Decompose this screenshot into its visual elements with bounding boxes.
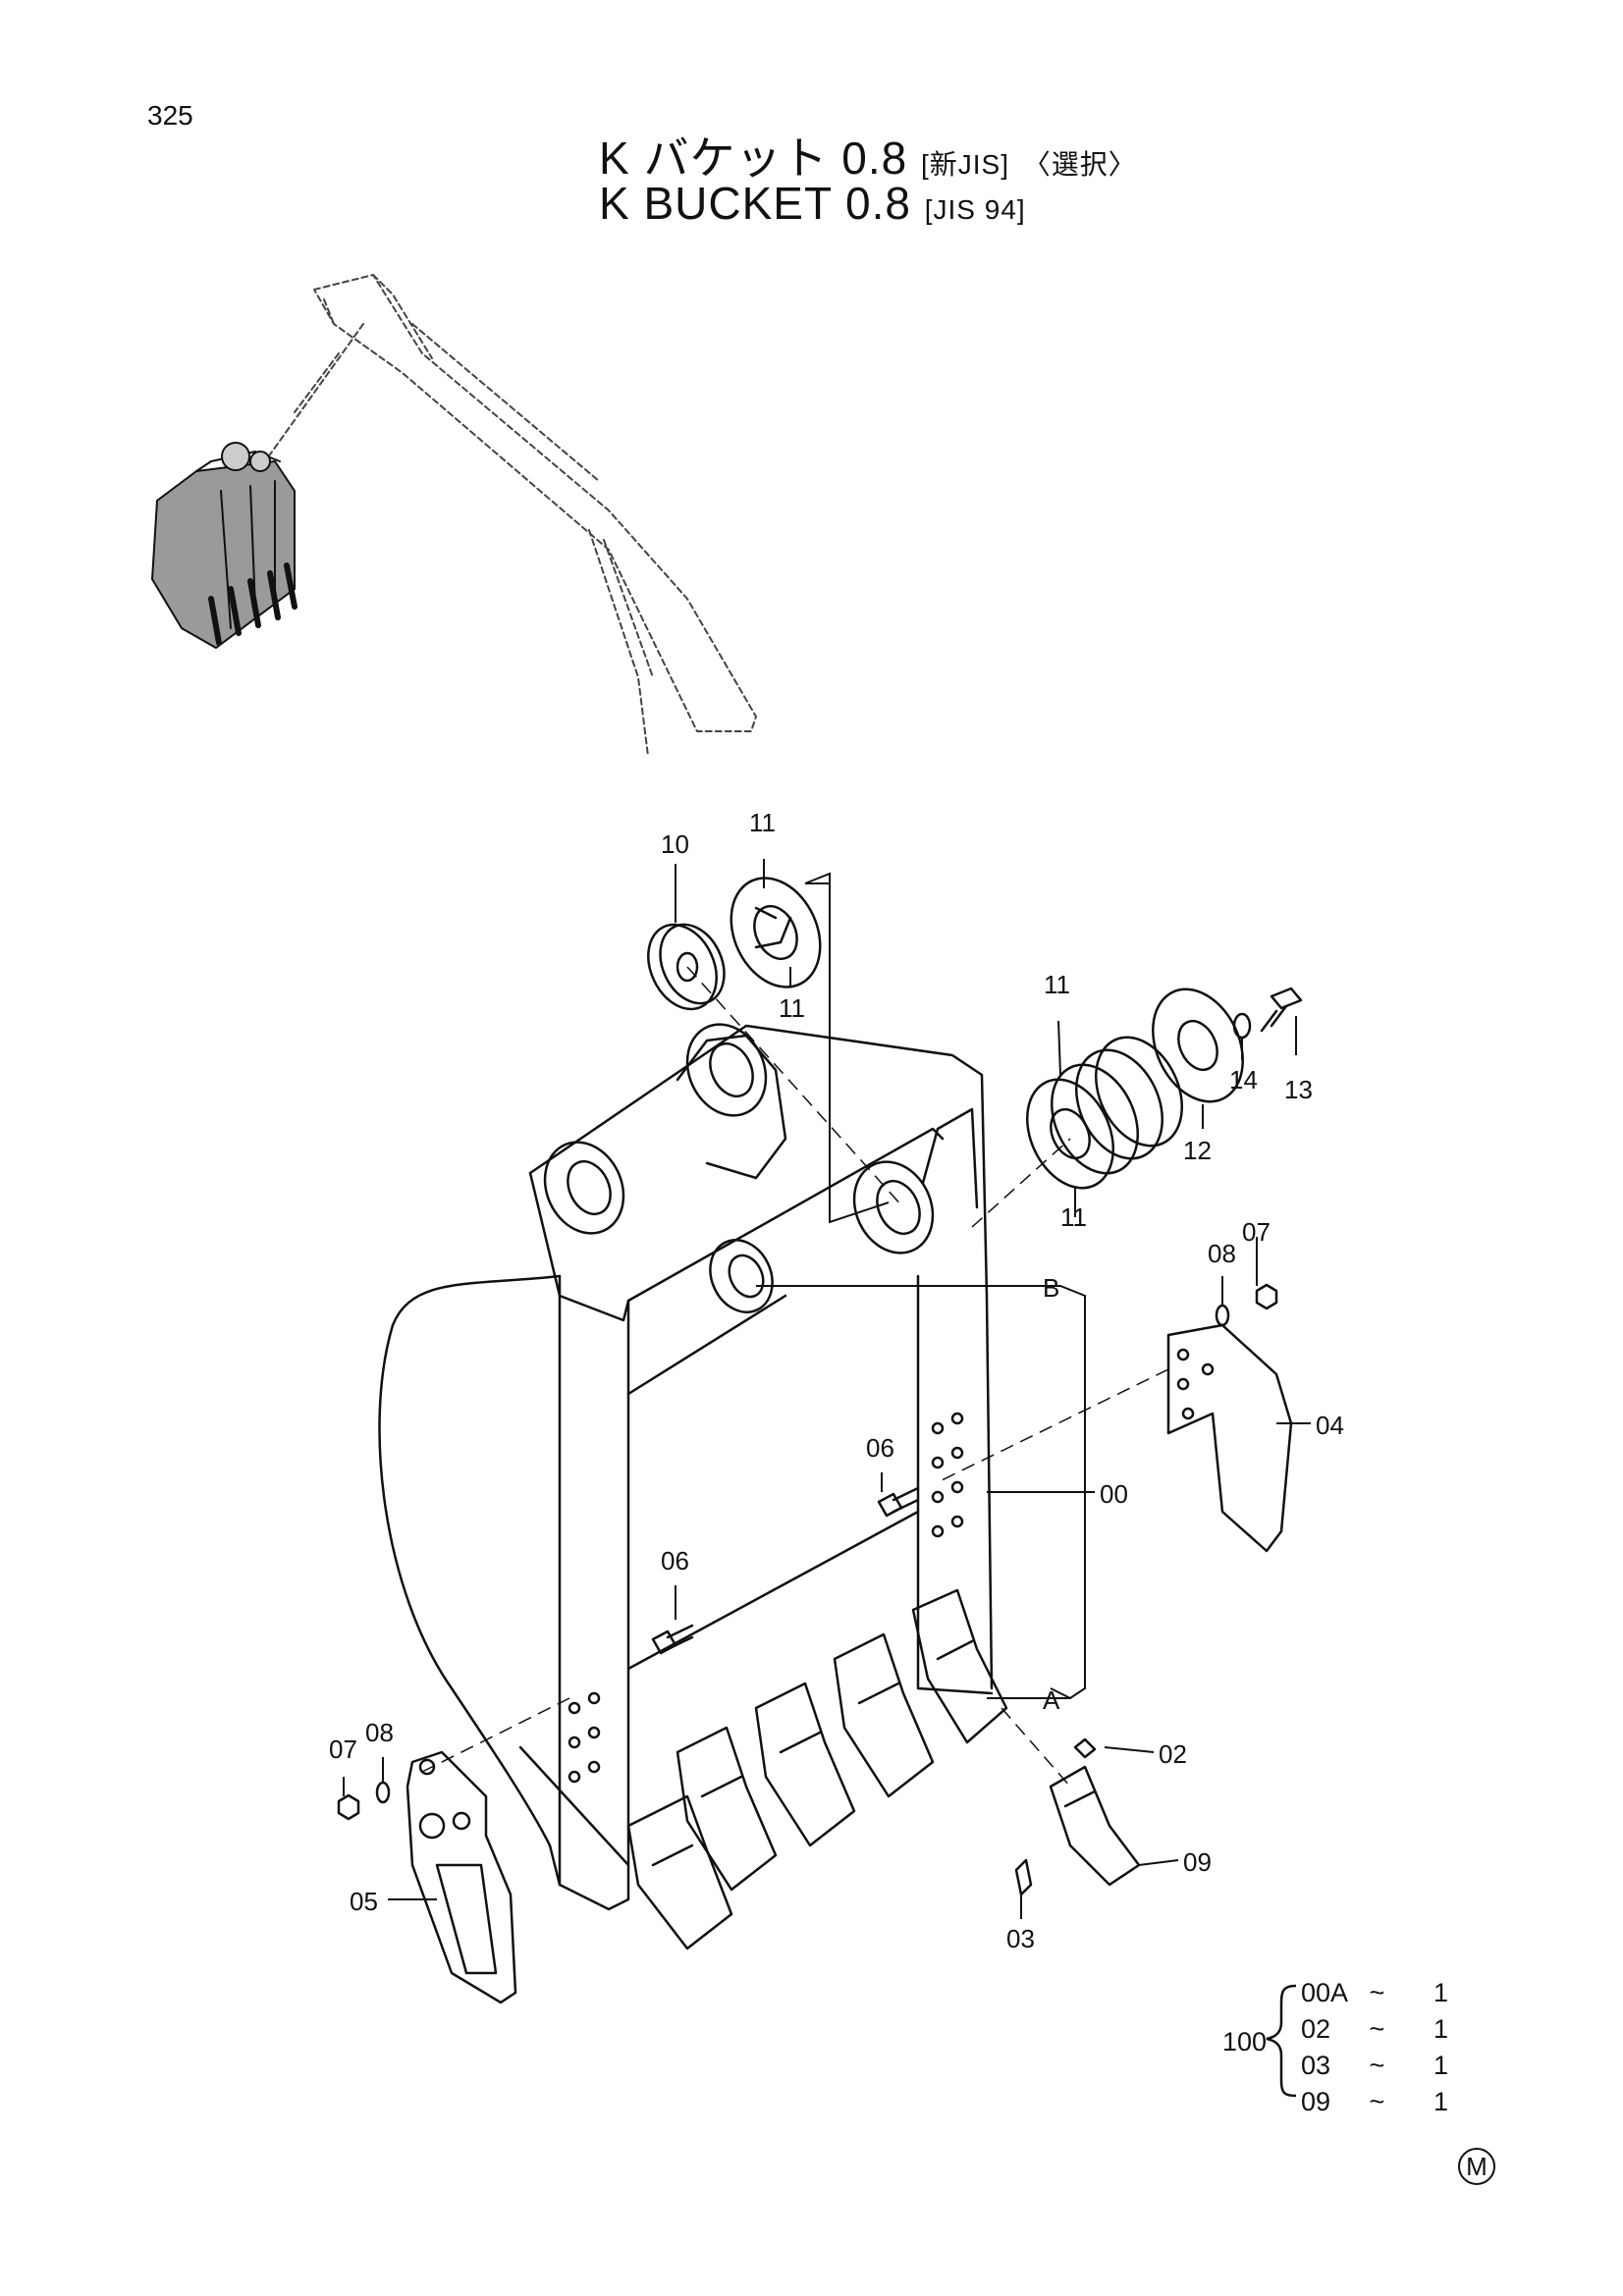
circled-m-mark: M: [1458, 2148, 1495, 2185]
kit-list: 00A ~ 1 02 ~ 1 03 ~ 1 09 ~ 1: [1301, 1975, 1448, 2120]
callout-A: A: [1043, 1685, 1060, 1715]
washer-08-right: [1215, 1304, 1230, 1327]
excavator-arm-outline: [264, 274, 757, 757]
callout-04: 04: [1316, 1411, 1344, 1440]
callout-06-left: 06: [661, 1546, 689, 1575]
callout-02: 02: [1159, 1739, 1187, 1769]
title-en-main: K BUCKET 0.8: [599, 178, 911, 229]
title-english: K BUCKET 0.8 [JIS 94]: [599, 177, 1026, 230]
kit-row: 09 ~ 1: [1301, 2087, 1449, 2116]
nut-07-right: [1255, 1283, 1278, 1310]
side-cutter-05: [406, 1750, 517, 2004]
title-jp-option: 〈選択〉: [1022, 149, 1137, 180]
callout-09: 09: [1183, 1847, 1212, 1877]
kit-row: 02 ~ 1: [1301, 2014, 1449, 2044]
callout-00: 00: [1100, 1479, 1128, 1509]
bolt-13: [1260, 987, 1303, 1033]
bolt-06-right: [877, 1486, 920, 1518]
bolt-06-left: [651, 1624, 694, 1655]
washer-14: [1232, 1012, 1252, 1040]
kit-row: 00A ~ 1: [1301, 1978, 1449, 2007]
bucket-overview-icon: [151, 442, 298, 649]
callout-08-right: 08: [1208, 1239, 1236, 1268]
side-cutter-04: [1166, 1323, 1293, 1553]
tooth-09: [1049, 1765, 1141, 1887]
shim-11-stack: [1025, 1036, 1184, 1190]
callout-06-right: 06: [866, 1433, 894, 1463]
callout-B: B: [1043, 1273, 1060, 1303]
bucket-body: [378, 1023, 994, 1911]
title-jp-standard: [新JIS]: [920, 149, 1009, 180]
callout-07-left: 07: [329, 1735, 357, 1764]
callout-10: 10: [661, 829, 689, 859]
leader-lines: [343, 859, 1311, 1919]
callout-11-stack-top: 11: [1044, 970, 1070, 999]
kit-id: 100: [1222, 2027, 1268, 2056]
callout-11-stack-bottom: 11: [1060, 1202, 1087, 1232]
lock-03: [1014, 1858, 1033, 1896]
kit-brace: [1266, 1984, 1297, 2098]
callout-11-lower: 11: [779, 993, 805, 1023]
title-japanese: K バケット 0.8 [新JIS] 〈選択〉: [599, 123, 1137, 187]
callout-12: 12: [1183, 1136, 1212, 1165]
callout-03: 03: [1006, 1924, 1035, 1953]
shim-11-top: [730, 877, 822, 988]
nut-07-left: [337, 1793, 360, 1821]
callout-05: 05: [350, 1887, 378, 1916]
title-en-standard: [JIS 94]: [924, 194, 1026, 225]
callout-11-top: 11: [749, 808, 776, 837]
assembly-dashed-lines: [421, 966, 1169, 1788]
pin-02: [1073, 1737, 1097, 1759]
page-number: 325: [147, 100, 193, 131]
kit-row: 03 ~ 1: [1301, 2051, 1449, 2080]
washer-08-left: [375, 1781, 391, 1804]
callout-14: 14: [1229, 1065, 1258, 1095]
callout-13: 13: [1284, 1075, 1313, 1104]
title-jp-main: K バケット 0.8: [599, 133, 908, 184]
callout-07-right: 07: [1242, 1217, 1271, 1247]
washer-10: [647, 923, 726, 1011]
bucket-teeth: [626, 1588, 1008, 1950]
callout-08-left: 08: [365, 1718, 394, 1747]
